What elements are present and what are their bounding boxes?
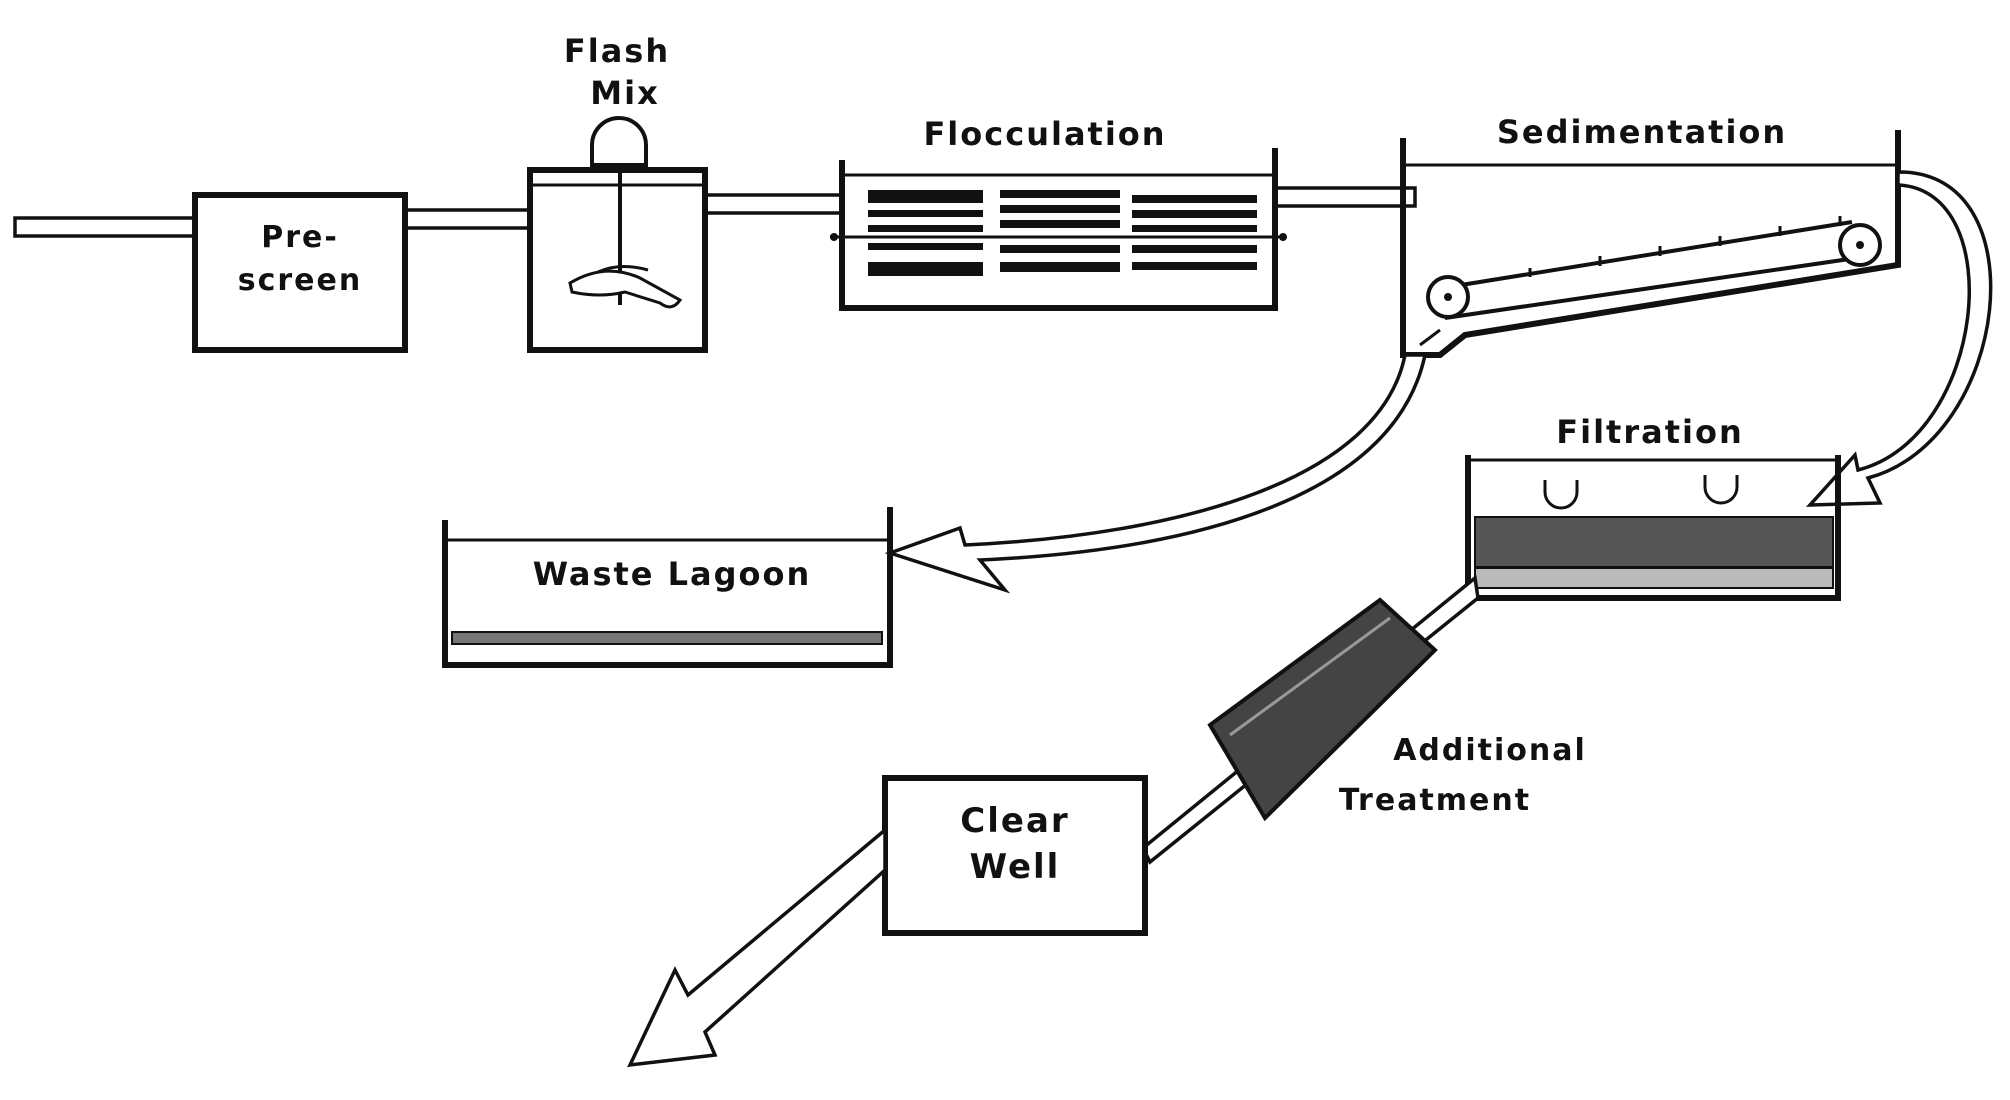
filtration-unit: Filtration bbox=[1465, 413, 1841, 601]
waste-lagoon: Waste Lagoon bbox=[442, 507, 893, 668]
lagoon-sludge-layer bbox=[451, 631, 883, 645]
additional-treatment-unit: Additional Treatment bbox=[1207, 597, 1587, 822]
prescreen-box: Pre- screen bbox=[192, 192, 408, 353]
clear-well-label-line1: Clear bbox=[960, 801, 1069, 841]
pipe-to-filtration bbox=[1805, 170, 1993, 507]
sedimentation-basin: Sedimentation bbox=[1400, 113, 1901, 358]
clear-well: Clear Well bbox=[882, 775, 1148, 936]
wash-trough-right-icon bbox=[1703, 475, 1739, 505]
flash-mix-label-line2: Mix bbox=[590, 74, 659, 112]
distribution-outlet-arrow bbox=[627, 826, 887, 1068]
prescreen-label-line1: Pre- bbox=[261, 220, 339, 255]
mixer-motor-icon bbox=[590, 116, 648, 167]
pipe-to-waste-lagoon bbox=[884, 353, 1428, 594]
clear-well-label-line2: Well bbox=[970, 847, 1061, 887]
filter-media-gravel bbox=[1474, 567, 1834, 589]
mixer-impeller-icon bbox=[568, 269, 683, 309]
paddle-group-2 bbox=[1000, 190, 1120, 272]
waste-lagoon-label: Waste Lagoon bbox=[533, 555, 812, 593]
sedimentation-label: Sedimentation bbox=[1497, 113, 1787, 151]
flocculation-label: Flocculation bbox=[923, 115, 1166, 153]
additional-treatment-label-line1: Additional bbox=[1393, 733, 1587, 768]
paddle-group-1 bbox=[868, 190, 983, 276]
additional-treatment-label-line2: Treatment bbox=[1339, 783, 1531, 818]
flash-mix-label-line1: Flash bbox=[564, 32, 670, 70]
flocculation-basin: Flocculation bbox=[830, 115, 1287, 311]
filtration-label: Filtration bbox=[1556, 413, 1744, 451]
prescreen-label-line2: screen bbox=[238, 263, 363, 298]
wash-trough-left-icon bbox=[1543, 480, 1579, 510]
sludge-scraper bbox=[1426, 216, 1882, 320]
flash-mix-tank: Flash Mix bbox=[527, 32, 708, 353]
filter-media-sand bbox=[1474, 516, 1834, 568]
paddle-group-3 bbox=[1132, 195, 1257, 270]
